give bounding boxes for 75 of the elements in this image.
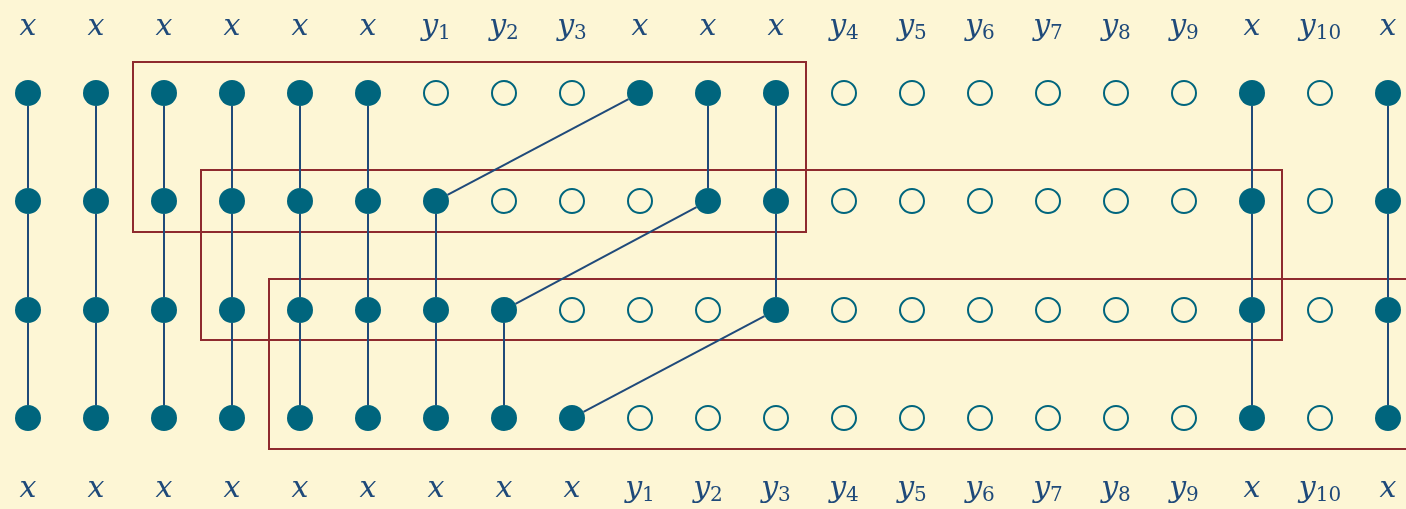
variable-label: x (495, 472, 513, 502)
connector-line (95, 322, 97, 406)
connector-line (299, 105, 301, 189)
connector-line (163, 322, 165, 406)
variable-label: y$_{4}$ (829, 472, 859, 502)
connector-line (27, 105, 29, 189)
connector-line (582, 315, 766, 413)
variable-label: y$_{5}$ (897, 472, 927, 502)
variable-label: y$_{9}$ (1169, 10, 1199, 40)
variable-label: x (291, 472, 309, 502)
variable-label: x (19, 10, 37, 40)
variable-label: x (1243, 472, 1261, 502)
variable-label: y$_{6}$ (965, 472, 995, 502)
connector-line (503, 322, 505, 406)
variable-label: y$_{3}$ (761, 472, 791, 502)
connector-line (1251, 213, 1253, 298)
connector-line (1387, 105, 1389, 189)
variable-label: x (1379, 472, 1397, 502)
connector-line (775, 213, 777, 298)
connector-line (299, 322, 301, 406)
connector-line (163, 213, 165, 298)
variable-label: x (223, 10, 241, 40)
variable-label: y$_{10}$ (1298, 472, 1342, 502)
connector-line (1387, 322, 1389, 406)
variable-label: y$_{8}$ (1101, 472, 1131, 502)
variable-label: x (155, 10, 173, 40)
connector-line (367, 322, 369, 406)
variable-label: x (1379, 10, 1397, 40)
connector-line (367, 105, 369, 189)
variable-label: y$_{3}$ (557, 10, 587, 40)
variable-label: y$_{8}$ (1101, 10, 1131, 40)
variable-label: y$_{1}$ (421, 10, 451, 40)
variable-label: x (427, 472, 445, 502)
variable-label: x (767, 10, 785, 40)
variable-label: x (359, 472, 377, 502)
variable-label: y$_{7}$ (1033, 472, 1063, 502)
variable-label: x (359, 10, 377, 40)
connector-line (446, 98, 630, 196)
connector-line (95, 105, 97, 189)
variable-label: x (19, 472, 37, 502)
connector-line (1387, 213, 1389, 298)
connector-line (231, 213, 233, 298)
variable-label: y$_{2}$ (489, 10, 519, 40)
variable-label: x (87, 472, 105, 502)
variable-label: y$_{5}$ (897, 10, 927, 40)
connector-line (27, 322, 29, 406)
variable-label: y$_{4}$ (829, 10, 859, 40)
variable-label: x (631, 10, 649, 40)
variable-label: y$_{6}$ (965, 10, 995, 40)
variable-label: x (291, 10, 309, 40)
variable-label: x (1243, 10, 1261, 40)
variable-label: y$_{9}$ (1169, 472, 1199, 502)
connector-line (367, 213, 369, 298)
connector-line (1251, 322, 1253, 406)
connector-line (231, 322, 233, 406)
connector-line (514, 206, 698, 305)
connector-line (707, 105, 709, 189)
variable-label: x (699, 10, 717, 40)
connector-line (299, 213, 301, 298)
variable-label: y$_{2}$ (693, 472, 723, 502)
connector-line (95, 213, 97, 298)
connector-line (231, 105, 233, 189)
variable-label: y$_{7}$ (1033, 10, 1063, 40)
connector-line (27, 213, 29, 298)
variable-label: x (563, 472, 581, 502)
connector-line (163, 105, 165, 189)
variable-label: y$_{1}$ (625, 472, 655, 502)
variable-label: x (155, 472, 173, 502)
variable-label: y$_{10}$ (1298, 10, 1342, 40)
variable-label: x (223, 472, 241, 502)
connector-line (435, 213, 437, 298)
connector-line (1251, 105, 1253, 189)
connector-line (775, 105, 777, 189)
variable-label: x (87, 10, 105, 40)
connector-line (435, 322, 437, 406)
